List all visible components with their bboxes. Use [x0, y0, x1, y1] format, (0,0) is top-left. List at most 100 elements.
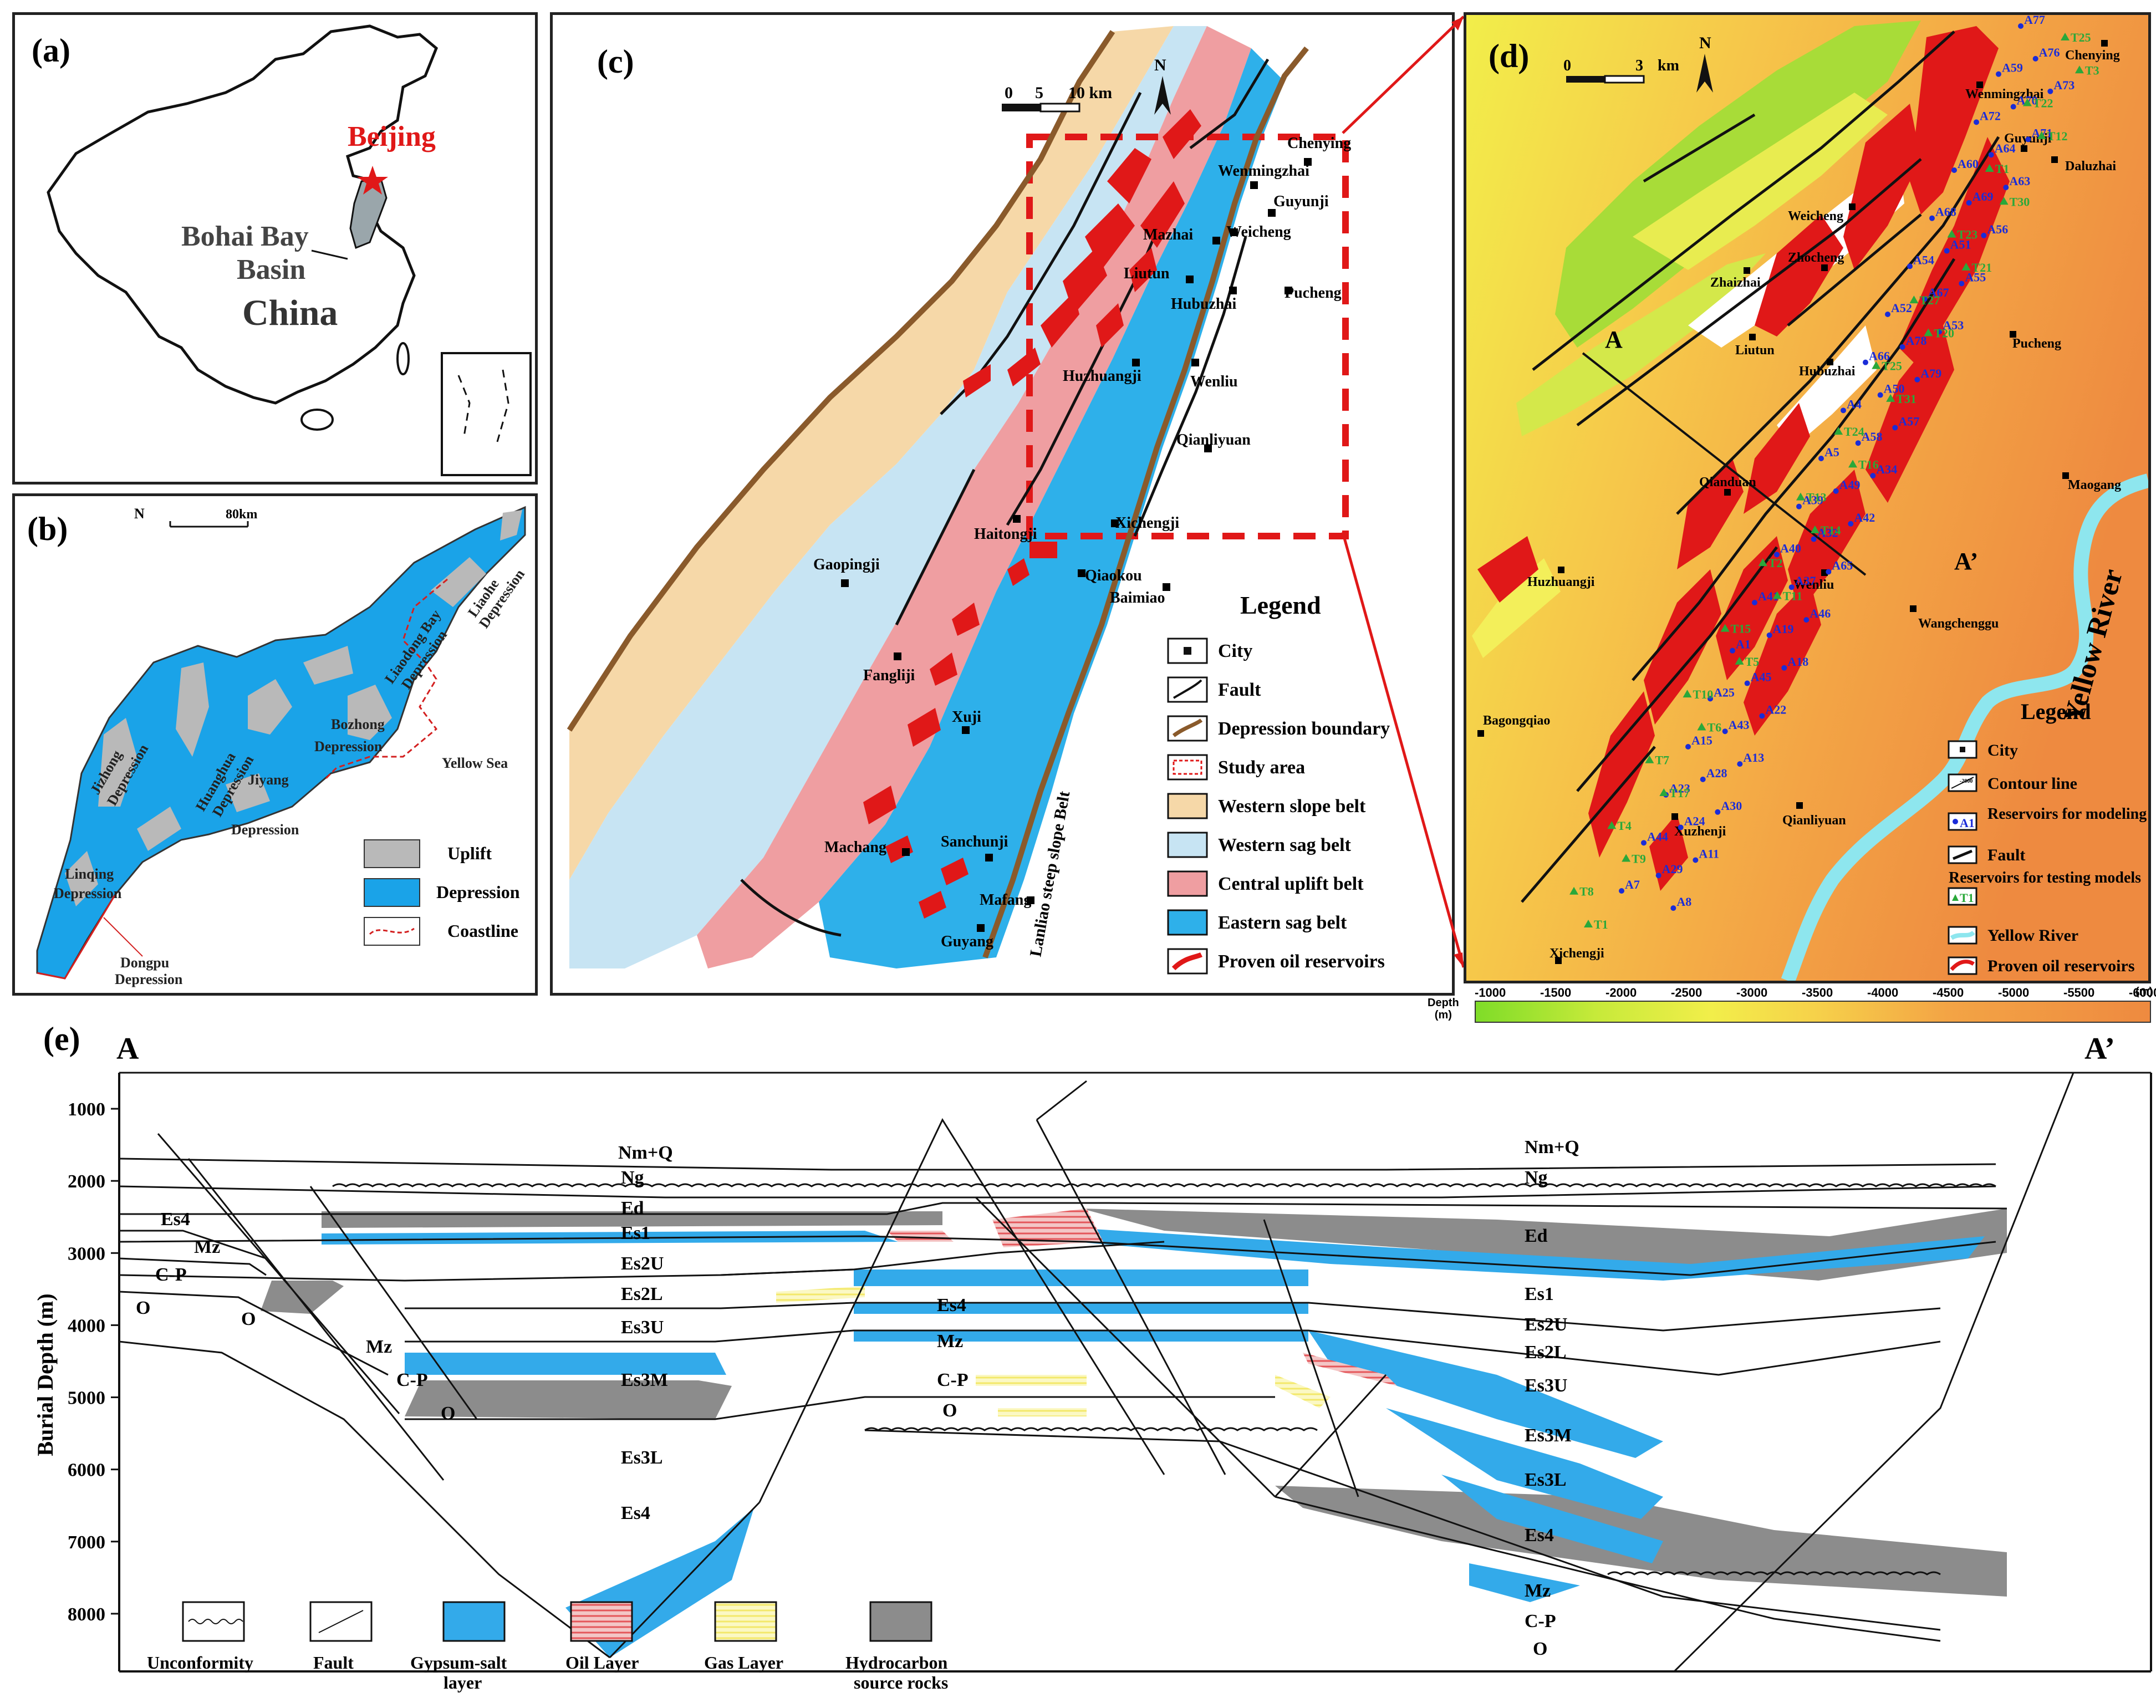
colorbar-title-line2: (m) [1434, 1009, 1452, 1021]
panel-e-label: (e) [43, 1021, 80, 1057]
c-city-gaopingji: Gaopingji [813, 556, 880, 573]
c-city-sanchunji: Sanchunji [941, 833, 1008, 850]
c-city-xichengji: Xichengji [1115, 514, 1179, 532]
e-right-ng: Ng [1525, 1167, 1548, 1188]
depth-tick-label: 2000 [68, 1171, 105, 1192]
modeling-well-label: A7 [1625, 878, 1640, 891]
modeling-well-marker [1996, 71, 2001, 77]
modeling-well-marker [2010, 104, 2016, 110]
d-city-daluzhai: Daluzhai [2065, 159, 2116, 174]
testing-well-label: T8 [1579, 885, 1594, 899]
depth-tick-label: 1000 [68, 1099, 105, 1120]
modeling-wells-layer: A77A76A73A59A70A71A72A64A63A60A69A56A68A… [1619, 15, 2075, 911]
region-jiyang-2: Depression [231, 822, 299, 838]
modeling-well-label: A59 [2002, 61, 2023, 75]
colorbar-tick: -1000 [1475, 986, 1506, 1000]
depth-tick-label: 5000 [68, 1388, 105, 1409]
testing-well-marker [1985, 164, 1994, 172]
modeling-well-label: A43 [1729, 718, 1750, 732]
beijing-star-icon [357, 166, 388, 195]
testing-well-marker [2075, 65, 2084, 74]
eastern-sag-belt [819, 48, 1285, 968]
coastline [324, 578, 448, 780]
modeling-well-marker [1848, 521, 1854, 527]
colorbar-title: Depth (m) [1428, 997, 1459, 1021]
testing-well-label: T27 [1919, 293, 1940, 307]
modeling-well-label: A60 [1958, 157, 1979, 171]
d-legend-city: City [1987, 741, 2018, 759]
colorbar-tick: -2000 [1605, 986, 1637, 1000]
e-legend [182, 1601, 932, 1642]
region-bozhong-2: Depression [314, 738, 383, 754]
china-map [47, 24, 532, 476]
e-legend-unconformity: Unconformity [147, 1653, 253, 1673]
panel-d: A A’ 0 3 km N Chenying Wenmingzhai Guyun… [1464, 12, 2151, 983]
e-legend-oil: Oil Layer [565, 1653, 639, 1673]
region-dongpu: Dongpu [120, 955, 169, 971]
modeling-well-label: A18 [1787, 655, 1808, 669]
bohai-bay-basin [349, 177, 388, 249]
modeling-well-label: A40 [1780, 541, 1801, 555]
modeling-well-label: A64 [1995, 141, 2016, 155]
modeling-well-marker [1841, 407, 1846, 414]
modeling-well-label: A37 [1795, 574, 1816, 588]
region-jiyang: Jiyang [248, 772, 289, 788]
d-scale-3: 3 [1635, 57, 1643, 74]
colorbar-tick: -2500 [1671, 986, 1703, 1000]
modeling-well-marker [1641, 840, 1647, 846]
c-city-mazhai: Mazhai [1143, 226, 1193, 243]
panel-c-north: N [1154, 56, 1166, 74]
modeling-well-marker [1833, 488, 1839, 494]
modeling-well-label: A69 [1972, 190, 1994, 203]
e-right-cp: C-P [1525, 1611, 1556, 1631]
testing-well-label: T30 [2010, 195, 2030, 208]
testing-well-marker [2061, 33, 2070, 40]
panel-b-north: N [134, 506, 145, 522]
panel-d-label: (d) [1489, 38, 1530, 74]
d-city-wenliu: Wenliu [1793, 578, 1834, 592]
e-right-o: O [1533, 1639, 1547, 1659]
c-city-pucheng: Pucheng [1285, 284, 1342, 302]
section-end-a: A [116, 1032, 139, 1066]
c-city-weicheng: Weicheng [1226, 223, 1291, 241]
d-legend: -2000 A1 T1 [1948, 740, 1977, 975]
testing-well-marker [1569, 886, 1579, 895]
modeling-well-marker [1678, 824, 1684, 830]
testing-well-marker [1584, 920, 1593, 927]
testing-well-label: T21 [1971, 261, 1992, 274]
e-mid-mz: Mz [937, 1331, 963, 1352]
e-right-mz: Mz [1525, 1580, 1551, 1601]
d-city-pucheng: Pucheng [2012, 336, 2061, 351]
e-left-cp2: C-P [396, 1370, 428, 1390]
e-mid-cp: C-P [937, 1370, 969, 1390]
e-right-ed: Ed [1525, 1226, 1548, 1246]
modeling-well-marker [1766, 632, 1772, 638]
testing-well-marker [1924, 328, 1933, 336]
panel-a-label: (a) [32, 32, 70, 69]
colorbar-tick: -1500 [1540, 986, 1572, 1000]
modeling-well-label: A42 [1854, 511, 1875, 524]
testing-well-label: T22 [2033, 96, 2053, 110]
modeling-well-marker [1744, 680, 1750, 686]
e-right-nmq: Nm+Q [1525, 1137, 1579, 1158]
d-north-arrow-icon [1696, 54, 1713, 93]
testing-well-marker [1758, 558, 1767, 567]
e-mid-ng: Ng [621, 1167, 644, 1188]
testing-well-marker [1697, 722, 1706, 731]
modeling-well-marker [2003, 185, 2009, 191]
region-dongpu-2: Depression [115, 971, 183, 987]
testing-well-marker [1834, 427, 1843, 435]
e-right-es3u: Es3U [1525, 1375, 1567, 1396]
testing-well-marker [1659, 788, 1669, 796]
modeling-well-marker [1974, 119, 1979, 125]
modeling-well-label: A22 [1765, 702, 1786, 716]
modeling-well-label: A51 [1950, 238, 1971, 252]
testing-well-marker [1645, 755, 1654, 763]
study-area-depth-map: A A’ 0 3 km N Chenying Wenmingzhai Guyun… [1466, 15, 2148, 981]
testing-well-label: T11 [1783, 589, 1802, 603]
panel-c-label: (c) [597, 43, 634, 80]
modeling-well-label: A23 [1669, 782, 1690, 796]
modeling-well-marker [1907, 263, 1913, 269]
panel-c-scale-10: 10 km [1068, 84, 1112, 102]
